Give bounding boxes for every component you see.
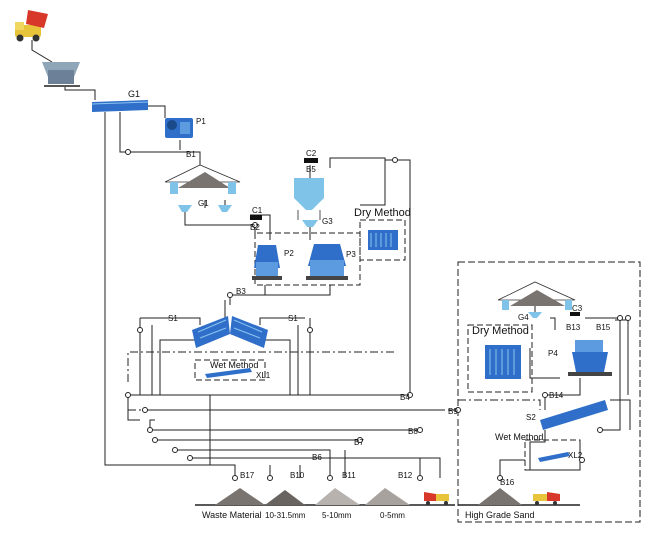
label-b15: B15 (596, 323, 611, 332)
small-feeders-g1 (178, 205, 232, 212)
label-g1-mid: G1 (198, 199, 209, 208)
junction-nodes (125, 149, 631, 481)
feeder-g3-icon (302, 220, 318, 227)
vibrating-feeder-g1 (91, 100, 149, 112)
label-b5: B5 (306, 165, 316, 174)
jaw-crusher-p1 (165, 118, 193, 138)
stockpiles (215, 488, 522, 505)
label-b16: B16 (500, 478, 515, 487)
product-waste: Waste Material (202, 510, 262, 520)
label-b12: B12 (398, 471, 413, 480)
feeder-g4-icon (528, 312, 542, 318)
truck-icon-1 (424, 492, 449, 505)
label-b11: B11 (342, 471, 356, 480)
label-g3: G3 (322, 217, 333, 226)
vibrating-screen-s2 (540, 400, 608, 430)
dust-collector-left (368, 230, 398, 250)
label-c1: C1 (252, 206, 263, 215)
product-0-5: 0-5mm (380, 511, 405, 520)
label-b4: B4 (400, 393, 410, 402)
label-xl2: XL2 (568, 451, 583, 460)
wet-method-label-2: Wet Method (495, 432, 543, 442)
sand-maker-p4 (568, 340, 612, 376)
conveyor-c3-icon (570, 312, 580, 316)
dashdot-lines (127, 351, 541, 411)
truck-icon-2 (533, 492, 560, 505)
silo-icon (294, 178, 324, 220)
label-b14: B14 (549, 391, 564, 400)
label-b7: B7 (354, 438, 364, 447)
label-p1: P1 (196, 117, 206, 126)
hopper-feeder-icon (42, 62, 80, 87)
dry-method-label-1: Dry Method (354, 207, 411, 219)
stockpile-shed-2 (497, 281, 576, 310)
label-p4: P4 (548, 349, 558, 358)
cone-crusher-p2 (252, 245, 282, 280)
label-p2: P2 (284, 249, 294, 258)
product-high-grade: High Grade Sand (465, 510, 535, 520)
sand-washer-xl1 (205, 368, 252, 378)
dry-method-label-2: Dry Method (472, 325, 529, 337)
stockpile-shed-1 (164, 164, 241, 194)
dust-collector-right (485, 345, 521, 379)
label-b10: B10 (290, 471, 305, 480)
label-s1-left: S1 (168, 314, 178, 323)
label-b6: B6 (312, 453, 322, 462)
label-c2: C2 (306, 149, 317, 158)
label-g4: G4 (518, 313, 529, 322)
label-s1-right: S1 (288, 314, 298, 323)
label-s2: S2 (526, 413, 536, 422)
label-b17: B17 (240, 471, 255, 480)
vibrating-screens-s1 (192, 316, 268, 348)
wet-method-label-1: Wet Method (210, 360, 258, 370)
product-5-10: 5-10mm (322, 511, 352, 520)
connection-lines (31, 40, 641, 523)
conveyor-c2-icon (304, 158, 318, 163)
label-p3: P3 (346, 250, 356, 259)
label-b9: B9 (448, 407, 458, 416)
product-10-31: 10-31.5mm (265, 511, 306, 520)
sand-washer-xl2 (538, 452, 570, 462)
dump-truck-icon (15, 10, 48, 42)
label-g1-top: G1 (128, 89, 140, 99)
label-b1: B1 (186, 150, 196, 159)
label-b2: B2 (250, 223, 260, 232)
label-b13: B13 (566, 323, 581, 332)
label-xl1: XL1 (256, 371, 271, 380)
label-b8: B8 (408, 427, 418, 436)
label-c3: C3 (572, 304, 583, 313)
label-b3: B3 (236, 287, 246, 296)
cone-crusher-p3 (306, 244, 348, 280)
conveyor-c1-icon (250, 215, 262, 220)
